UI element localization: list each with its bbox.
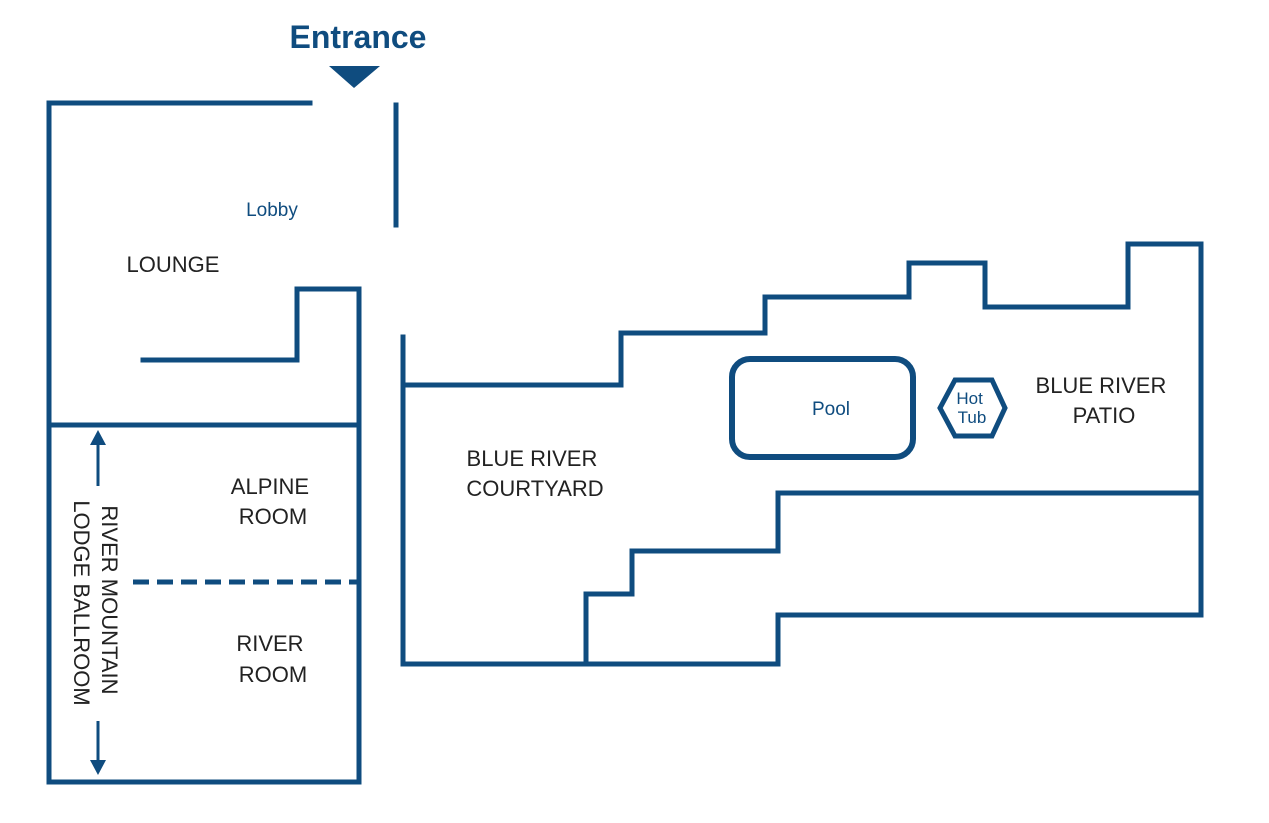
hot-tub-label: Hot Tub [956, 389, 987, 427]
patio-label: BLUE RIVER PATIO [1036, 373, 1173, 428]
lobby-label: Lobby [246, 200, 298, 221]
lounge-outer-wall [46, 100, 313, 428]
arrow-up-icon [90, 430, 106, 445]
ballroom-label: RIVER MOUNTAIN LODGE BALLROOM [69, 500, 122, 705]
lounge-inner-wall [140, 286, 362, 428]
courtyard-steps [583, 490, 1204, 667]
alpine-room-label: ALPINE ROOM [231, 474, 315, 529]
river-room-label: RIVER ROOM [236, 631, 309, 687]
lounge-label: LOUNGE [127, 252, 220, 277]
entrance-label: Entrance [290, 19, 427, 55]
courtyard-walls [400, 241, 1204, 667]
arrow-down-icon [90, 760, 106, 775]
courtyard-label: BLUE RIVER COURTYARD [466, 446, 603, 501]
ballroom-walls [46, 422, 362, 785]
pool [729, 356, 916, 460]
pool-label: Pool [812, 399, 850, 420]
entrance-arrow-icon [329, 66, 380, 88]
hot-tub-icon [937, 377, 1008, 439]
